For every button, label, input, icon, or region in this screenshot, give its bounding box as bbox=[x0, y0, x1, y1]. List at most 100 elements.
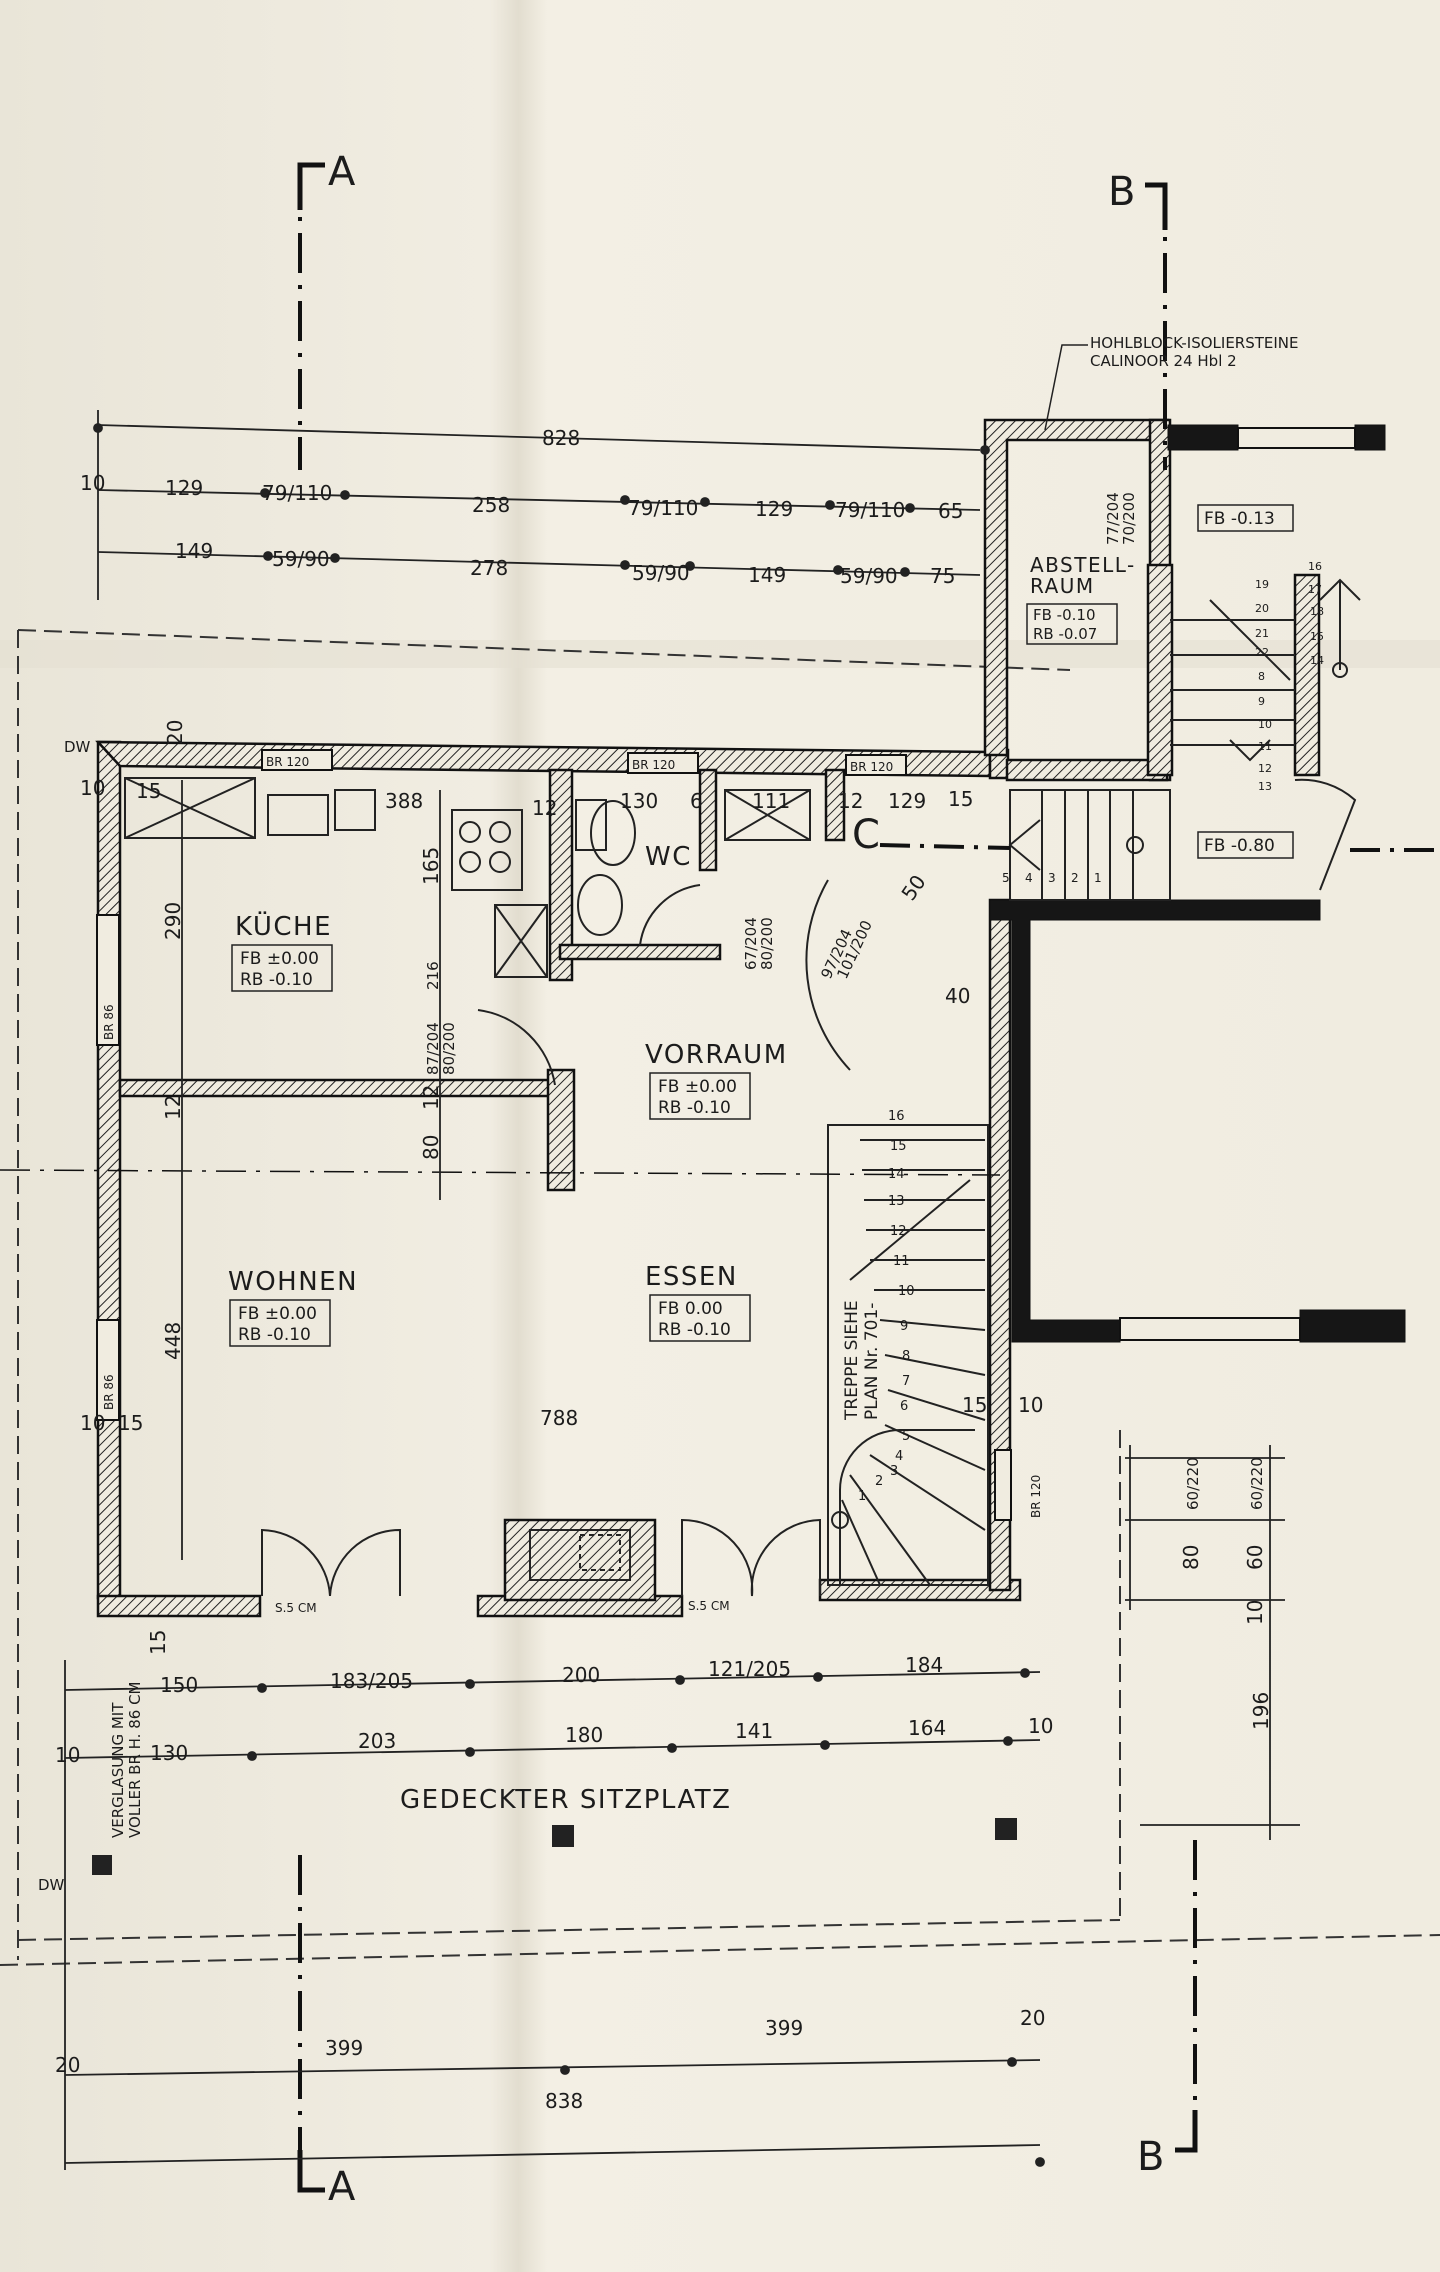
dim-bot-total: 838 bbox=[545, 2089, 583, 2113]
dim-v-12b: 12 bbox=[838, 789, 863, 813]
dim-v-6: 6 bbox=[690, 789, 703, 813]
stair-step-number: 7 bbox=[902, 1374, 910, 1389]
stair-step-number: 8 bbox=[902, 1349, 910, 1364]
columns bbox=[92, 1818, 1017, 1875]
dim-top-r2-6: 75 bbox=[930, 564, 955, 588]
dim-bot-r1-2: 200 bbox=[562, 1663, 600, 1687]
walls bbox=[95, 418, 1321, 1618]
section-c: C bbox=[852, 812, 880, 858]
room-labels: KÜCHE FB ±0.00 RB -0.10 VORRAUM FB ±0.00… bbox=[228, 504, 1294, 1815]
dim-w-15b: 15 bbox=[136, 779, 161, 803]
side-stair-step-number: 20 bbox=[1255, 602, 1269, 615]
dim-r-10: 10 bbox=[1243, 1600, 1267, 1625]
stair-step-number: 15 bbox=[890, 1139, 907, 1154]
dim-v-129: 129 bbox=[888, 789, 926, 813]
section-b-top: B bbox=[1108, 169, 1135, 215]
dim-d-87-204: 87/204 bbox=[424, 1022, 442, 1075]
dim-top-r2-5: 59/90 bbox=[840, 564, 898, 588]
dim-top-r1-2: 79/110 bbox=[262, 481, 332, 505]
label-s5cm-2: S.5 CM bbox=[688, 1599, 730, 1613]
basement-stair-step-number: 5 bbox=[1002, 871, 1010, 885]
room-name-abstell-2: RAUM bbox=[1030, 574, 1095, 598]
dim-bot-r3-1: 399 bbox=[325, 2036, 363, 2060]
side-stair-step-number: 17 bbox=[1308, 583, 1322, 596]
dim-top-r1-1: 129 bbox=[165, 476, 203, 500]
wohnen-rb: RB -0.10 bbox=[238, 1325, 311, 1345]
dim-w-15c: 15 bbox=[146, 1630, 170, 1655]
label-dw-top: DW bbox=[64, 738, 91, 756]
dim-r-196: 196 bbox=[1249, 1692, 1273, 1730]
section-a-top: A bbox=[328, 149, 356, 195]
dimension-lines bbox=[64, 410, 1300, 2170]
room-name-kueche: KÜCHE bbox=[235, 910, 332, 942]
label-br120-3: BR 120 bbox=[850, 760, 893, 774]
dim-top-r2-1: 59/90 bbox=[272, 547, 330, 571]
label-dw-bottom: DW bbox=[38, 1876, 65, 1894]
doors bbox=[261, 778, 1357, 1597]
dim-bot-r2-4: 141 bbox=[735, 1719, 773, 1743]
room-name-essen: ESSEN bbox=[645, 1262, 738, 1292]
note-treppe-1: TREPPE SIEHE bbox=[842, 1300, 862, 1421]
stair-step-number: 6 bbox=[900, 1399, 908, 1414]
dim-w-12: 12 bbox=[419, 1085, 443, 1110]
dim-k-165: 165 bbox=[419, 847, 443, 885]
dim-bot-r1-1: 183/205 bbox=[330, 1669, 413, 1693]
dim-w-10b: 10 bbox=[80, 776, 105, 800]
side-stair-step-number: 9 bbox=[1258, 695, 1265, 708]
stair-step-number: 9 bbox=[900, 1319, 908, 1334]
dim-bot-r3-2: 399 bbox=[765, 2016, 803, 2040]
stair-step-number: 11 bbox=[893, 1254, 910, 1269]
basement-stair-step-number: 1 bbox=[1094, 871, 1102, 885]
dim-v-40: 40 bbox=[945, 984, 970, 1008]
dim-top-r1-5: 129 bbox=[755, 497, 793, 521]
dim-e-15: 15 bbox=[962, 1393, 987, 1417]
dim-bot-r2-0: 10 bbox=[55, 1743, 80, 1767]
side-stair-step-number: 16 bbox=[1308, 560, 1322, 573]
level-fb-013: FB -0.13 bbox=[1204, 509, 1275, 529]
note-hohlblock-2: CALINOOR 24 Hbl 2 bbox=[1090, 352, 1237, 370]
dim-w-216: 216 bbox=[424, 961, 442, 990]
vorraum-rb: RB -0.10 bbox=[658, 1098, 731, 1118]
dim-d-77-204: 77/204 bbox=[1104, 492, 1122, 545]
dim-r-6020b: 60/220 bbox=[1248, 1457, 1266, 1510]
dim-bot-r2-6: 10 bbox=[1028, 1714, 1053, 1738]
dim-bot-r3-0: 20 bbox=[55, 2053, 80, 2077]
abstell-rb: RB -0.07 bbox=[1033, 625, 1097, 643]
dim-k-290: 290 bbox=[161, 902, 185, 940]
internal-staircase bbox=[827, 1124, 989, 1586]
essen-rb: RB -0.10 bbox=[658, 1320, 731, 1340]
dim-v-15: 15 bbox=[948, 787, 973, 811]
room-name-sitzplatz: GEDECKTER SITZPLATZ bbox=[400, 1785, 731, 1815]
side-stair-step-number: 19 bbox=[1255, 578, 1269, 591]
stair-step-number: 14 bbox=[888, 1167, 905, 1182]
dim-top-r1-6: 79/110 bbox=[835, 498, 905, 522]
dim-w-20: 20 bbox=[163, 720, 187, 745]
dim-r-6020: 60/220 bbox=[1184, 1457, 1202, 1510]
dim-w-80: 80 bbox=[419, 1135, 443, 1160]
essen-fb: FB 0.00 bbox=[658, 1299, 723, 1319]
stair-step-number: 1 bbox=[858, 1489, 866, 1504]
dim-top-total: 828 bbox=[542, 426, 580, 450]
dim-top-r1-4: 79/110 bbox=[628, 496, 698, 520]
dim-w-15: 15 bbox=[118, 1411, 143, 1435]
abstell-fb: FB -0.10 bbox=[1033, 606, 1096, 624]
kueche-rb: RB -0.10 bbox=[240, 970, 313, 990]
wohnen-fb: FB ±0.00 bbox=[238, 1304, 317, 1324]
side-stair-step-number: 21 bbox=[1255, 627, 1269, 640]
room-name-wohnen: WOHNEN bbox=[228, 1267, 358, 1297]
label-br120-1: BR 120 bbox=[266, 755, 309, 769]
roof-outline bbox=[0, 629, 1440, 1966]
dim-bot-r3-3: 20 bbox=[1020, 2006, 1045, 2030]
dim-top-r2-2: 278 bbox=[470, 556, 508, 580]
side-stair-step-number: 18 bbox=[1310, 605, 1324, 618]
stair-step-number: 2 bbox=[875, 1474, 883, 1489]
dim-v-130: 130 bbox=[620, 789, 658, 813]
dim-w-448: 448 bbox=[161, 1322, 185, 1360]
stair-step-number: 12 bbox=[890, 1224, 907, 1239]
wall-labels: DW DW BR 120 BR 120 BR 120 BR 86 BR 86 B… bbox=[38, 738, 1043, 1894]
dim-bot-r2-2: 203 bbox=[358, 1729, 396, 1753]
side-stair-step-number: 10 bbox=[1258, 718, 1272, 731]
